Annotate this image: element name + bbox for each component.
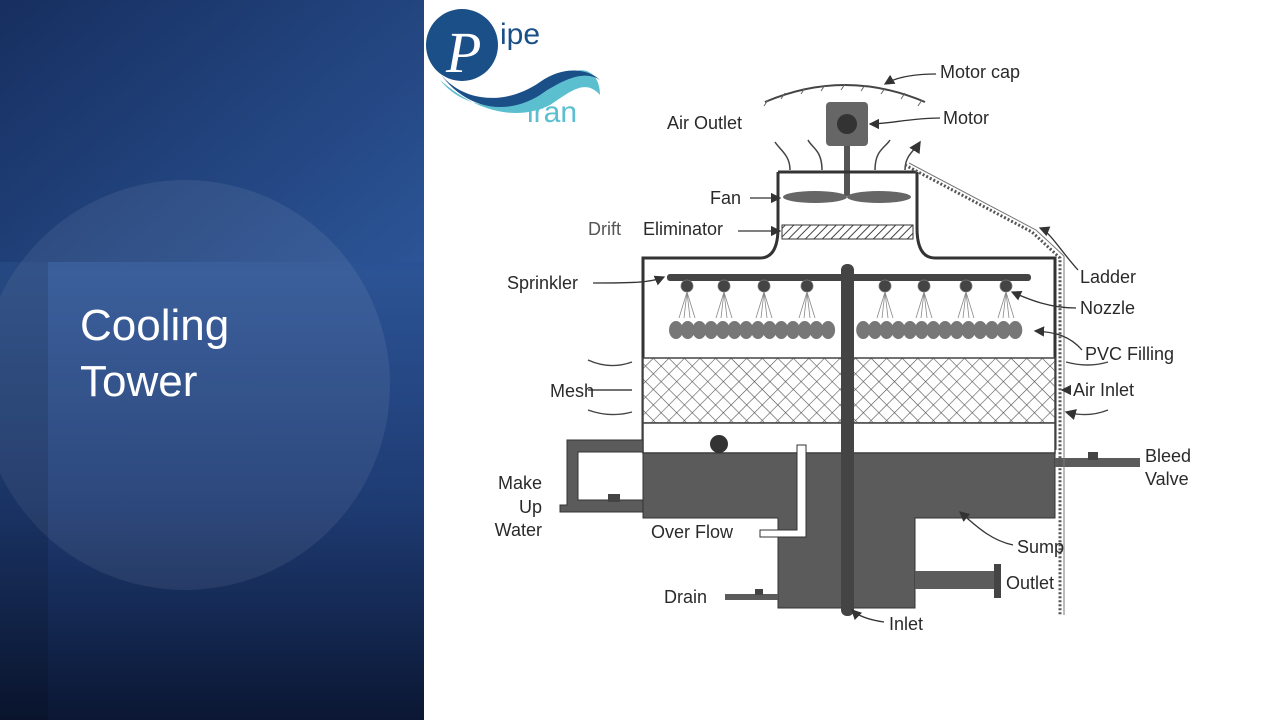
background-strip: [0, 262, 48, 720]
label-over-flow: Over Flow: [651, 522, 734, 542]
filling-bead: [996, 321, 1011, 339]
label-drift: Drift: [588, 219, 621, 239]
background-circle: [0, 180, 390, 590]
label-pvc-filling: PVC Filling: [1085, 344, 1174, 364]
filling-bead: [903, 321, 917, 339]
overflow-pipe: [759, 444, 807, 538]
filling-bead: [984, 321, 999, 339]
logo-word-pipe: ipe: [500, 18, 540, 51]
float-ball: [710, 435, 728, 453]
filling-bead: [809, 321, 824, 339]
filling-bead: [739, 321, 754, 339]
filling-bead: [961, 321, 976, 339]
background-band: [0, 0, 424, 262]
label-bleed: Bleed: [1145, 446, 1191, 466]
inlet-pipe: [841, 264, 854, 616]
label-eliminator: Eliminator: [643, 219, 723, 239]
title-line-1: Cooling: [80, 301, 230, 350]
filling-bead: [856, 321, 871, 339]
motor: [826, 102, 868, 196]
label-outlet: Outlet: [1006, 573, 1054, 593]
title-panel: Cooling Tower: [0, 0, 424, 720]
filling-bead: [938, 321, 953, 339]
filling-bead: [762, 321, 777, 339]
filling-bead: [1008, 321, 1023, 339]
ladder: [904, 163, 1062, 615]
filling-bead: [891, 321, 906, 339]
filling-bead: [715, 321, 730, 339]
make-up-water-pipe: [559, 439, 644, 513]
filling-bead: [704, 321, 719, 339]
filling-bead: [914, 321, 929, 339]
filling-bead: [786, 321, 800, 339]
filling-bead: [973, 321, 988, 339]
filling-bead: [727, 321, 742, 339]
label-motor: Motor: [943, 108, 989, 128]
label-up: Up: [519, 497, 542, 517]
filling-bead: [926, 321, 941, 339]
label-inlet: Inlet: [889, 614, 923, 634]
label-ladder: Ladder: [1080, 267, 1136, 287]
label-sump: Sump: [1017, 537, 1064, 557]
label-air-inlet: Air Inlet: [1073, 380, 1134, 400]
label-air-outlet: Air Outlet: [667, 113, 742, 133]
filling-bead: [692, 321, 707, 339]
diagram-labels: Motor cap Motor Air Outlet Fan Drift Eli…: [495, 62, 1191, 634]
filling-bead: [750, 321, 765, 339]
filling-bead: [949, 321, 964, 339]
label-nozzle: Nozzle: [1080, 298, 1135, 318]
filling-bead: [669, 321, 683, 339]
label-fan: Fan: [710, 188, 741, 208]
drain-pipe: [725, 594, 778, 600]
label-water: Water: [495, 520, 542, 540]
label-make: Make: [498, 473, 542, 493]
logo-letter: P: [445, 20, 481, 85]
filling-bead: [797, 321, 812, 339]
slide-title: Cooling Tower: [80, 298, 229, 410]
bleed-valve-pipe: [1055, 458, 1140, 467]
logo-word-iran: iran: [527, 96, 577, 129]
filling-bead: [774, 321, 789, 339]
pipe-iran-logo: P ipe iran: [426, 9, 600, 129]
filling-bead: [821, 321, 836, 339]
filling-bead: [680, 321, 695, 339]
label-mesh: Mesh: [550, 381, 594, 401]
label-valve: Valve: [1145, 469, 1189, 489]
filling-bead: [867, 321, 882, 339]
drift-eliminator: [781, 224, 914, 240]
label-sprinkler: Sprinkler: [507, 273, 578, 293]
label-motor-cap: Motor cap: [940, 62, 1020, 82]
pvc-filling: [669, 321, 1023, 339]
label-drain: Drain: [664, 587, 707, 607]
outlet-pipe: [915, 571, 995, 589]
motor-cap: [764, 84, 926, 103]
fan: [783, 191, 911, 203]
title-line-2: Tower: [80, 357, 198, 406]
filling-bead: [879, 321, 894, 339]
